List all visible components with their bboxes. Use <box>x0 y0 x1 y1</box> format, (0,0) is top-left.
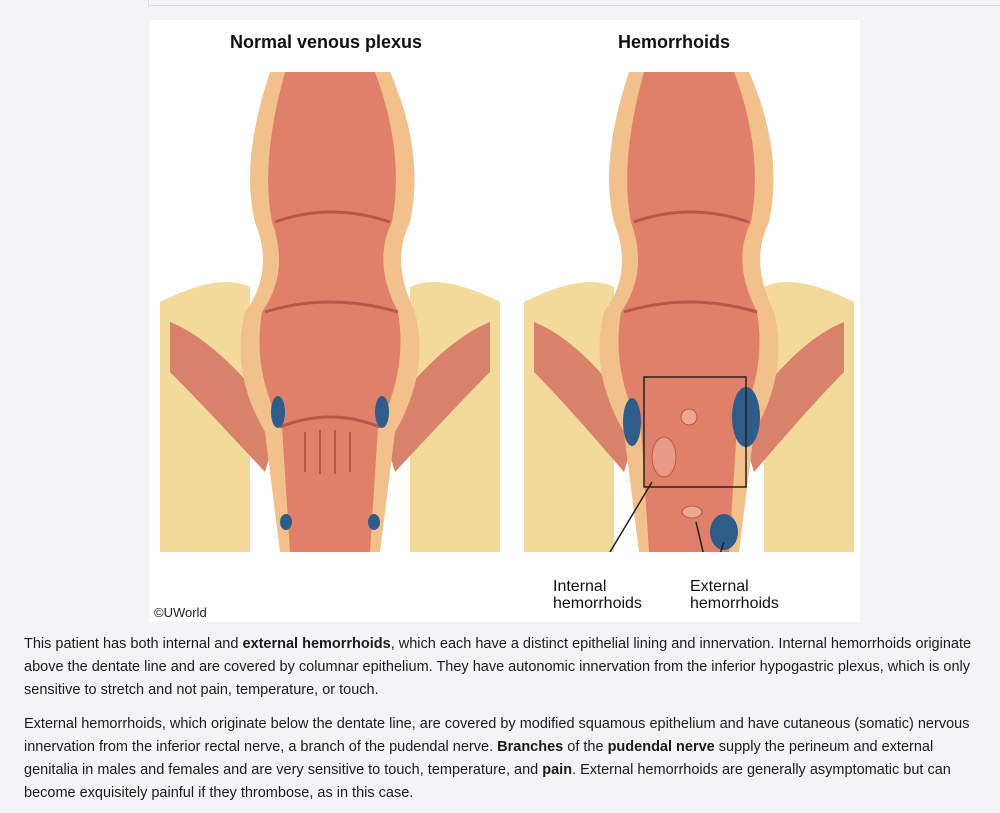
explanation-paragraph-1: This patient has both internal and exter… <box>24 633 986 702</box>
text-span: , which each have a distinct epithelial … <box>24 636 972 698</box>
external-hemorrhoid-plexus <box>710 514 738 550</box>
levator-muscle-right <box>739 322 844 472</box>
internal-venous-plexus-right <box>375 396 389 428</box>
levator-muscle-left <box>170 322 280 472</box>
external-venous-plexus-left <box>280 514 292 530</box>
external-leader-line <box>695 521 704 552</box>
highlight-box <box>643 376 747 488</box>
rectal-lumen <box>259 72 401 552</box>
mucosal-fold <box>274 210 391 224</box>
bold-term-external-hemorrhoids: external hemorrhoids <box>242 636 391 652</box>
levator-muscle-right <box>380 322 490 472</box>
explanation-paragraph-2: External hemorrhoids, which originate be… <box>24 713 986 805</box>
text-span: of the <box>563 739 608 755</box>
internal-venous-plexus-left <box>271 396 285 428</box>
anatomy-figure: Normal venous plexus Hemorrhoids <box>150 20 860 622</box>
mucosal-fold <box>623 300 758 314</box>
label-internal-line2: hemorrhoids <box>553 595 642 612</box>
hemorrhoids-anal-canal-illustration <box>524 72 854 552</box>
rectal-lumen <box>618 72 760 552</box>
mucosal-fold <box>264 300 399 314</box>
label-internal-hemorrhoids: Internal hemorrhoids <box>553 578 642 612</box>
dentate-line <box>279 415 381 429</box>
text-span: This patient has both internal and <box>24 636 243 652</box>
label-external-line2: hemorrhoids <box>690 595 779 612</box>
top-divider <box>148 0 1000 6</box>
external-leader-line <box>719 541 725 552</box>
bold-term-pain: pain <box>542 762 573 778</box>
label-external-hemorrhoids: External hemorrhoids <box>690 578 779 612</box>
label-external-line1: External <box>690 578 749 595</box>
external-hemorrhoid-bulge <box>681 505 703 519</box>
text-span: supply the perineum and external genital… <box>24 739 934 778</box>
text-span: External hemorrhoids, which originate be… <box>24 716 970 755</box>
external-venous-plexus-right <box>368 514 380 530</box>
levator-muscle-left <box>534 322 639 472</box>
normal-anal-canal-illustration <box>160 72 500 552</box>
engorged-venous-plexus-left <box>623 398 641 446</box>
bold-term-pudendal-nerve: pudendal nerve <box>607 739 715 755</box>
internal-hemorrhoid-bulge <box>651 436 677 478</box>
label-internal-line1: Internal <box>553 578 607 595</box>
text-span: . External hemorrhoids are generally asy… <box>24 762 951 801</box>
internal-hemorrhoid-bulge <box>680 408 698 426</box>
figure-title-hemorrhoids: Hemorrhoids <box>618 32 731 52</box>
internal-leader-line <box>609 481 653 552</box>
figure-title-normal: Normal venous plexus <box>230 32 423 52</box>
mucosal-fold <box>633 210 750 224</box>
copyright-notice: ©UWorld <box>154 605 207 620</box>
bold-term-branches: Branches <box>497 739 564 755</box>
